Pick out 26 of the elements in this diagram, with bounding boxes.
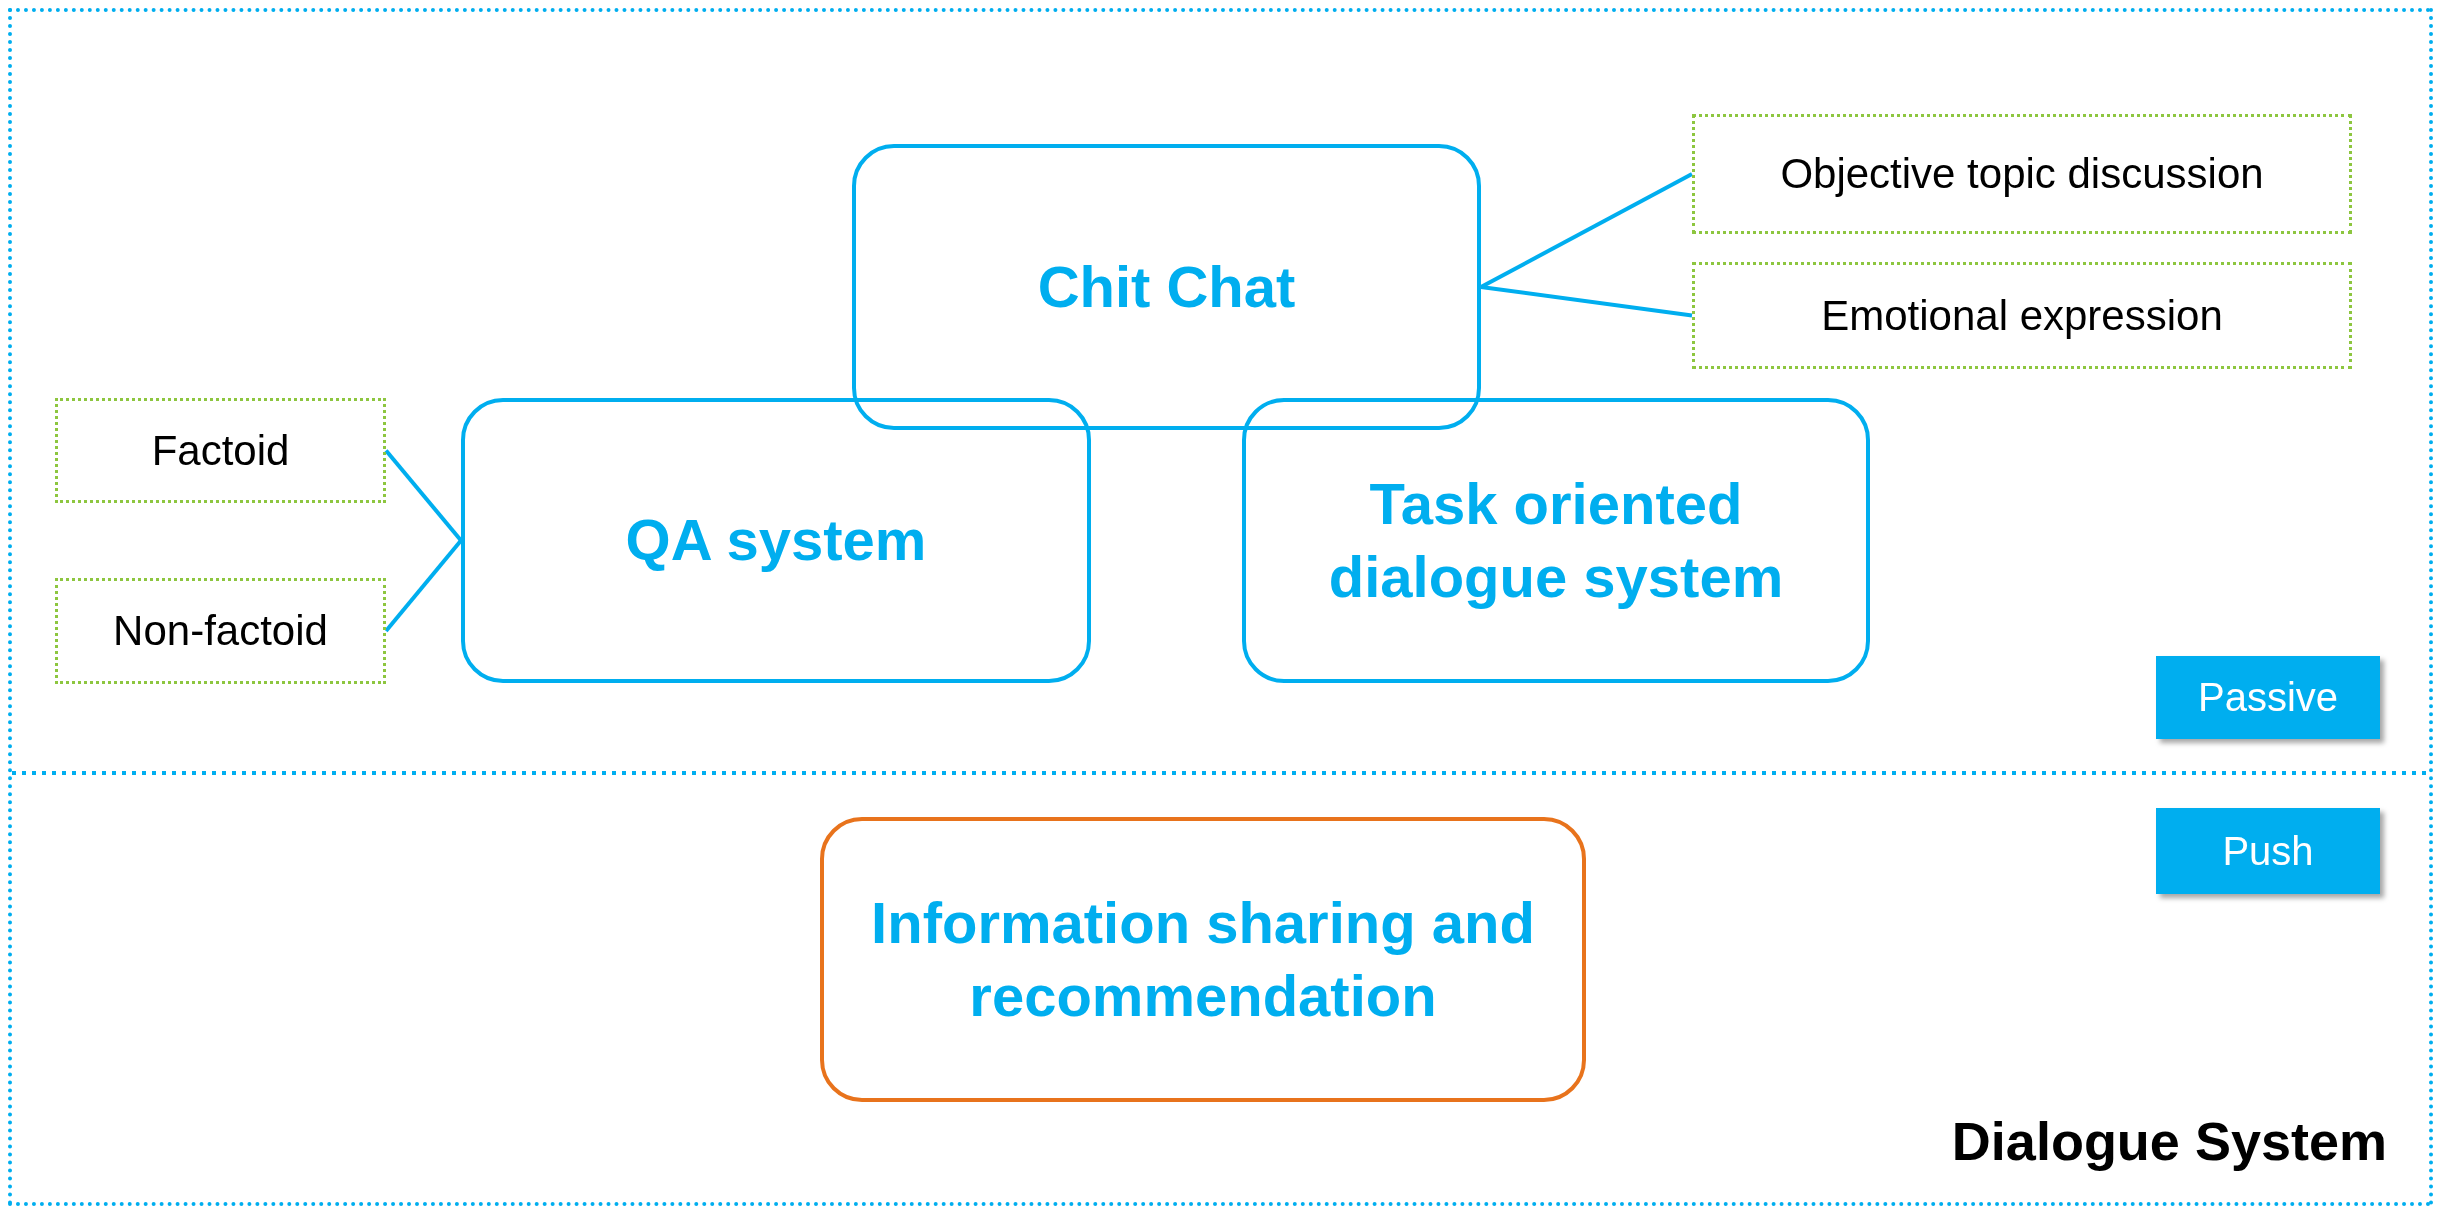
connector-line: [1480, 172, 1693, 289]
node-label: QA system: [624, 506, 928, 575]
category-box: [1242, 398, 1870, 683]
frame-label: Dialogue System: [1951, 1110, 2387, 1172]
connector-line: [384, 539, 463, 633]
node-label: Chit Chat: [1036, 252, 1297, 321]
category-box: [820, 817, 1586, 1102]
tag-label: Push: [2222, 828, 2314, 874]
mode-tag: [2156, 656, 2380, 739]
subtype-box: [1692, 114, 2352, 234]
connector-line: [1480, 285, 1693, 318]
node-label: Task oriented dialogue system: [1327, 470, 1785, 611]
node-label: Non-factoid: [113, 607, 328, 655]
category-box: [461, 398, 1091, 683]
category-box: [852, 144, 1481, 430]
subtype-box: [1692, 262, 2352, 369]
subtype-box: [55, 398, 386, 503]
mode-tag: [2156, 808, 2380, 894]
node-label: Objective topic discussion: [1780, 150, 2264, 198]
connector-line: [384, 449, 463, 542]
subtype-box: [55, 578, 386, 684]
node-label: Factoid: [151, 426, 290, 475]
node-label: Emotional expression: [1821, 291, 2223, 340]
node-label: Information sharing and recommendation: [870, 889, 1536, 1030]
tag-label: Passive: [2197, 675, 2339, 720]
system-frame: [8, 8, 2433, 1206]
